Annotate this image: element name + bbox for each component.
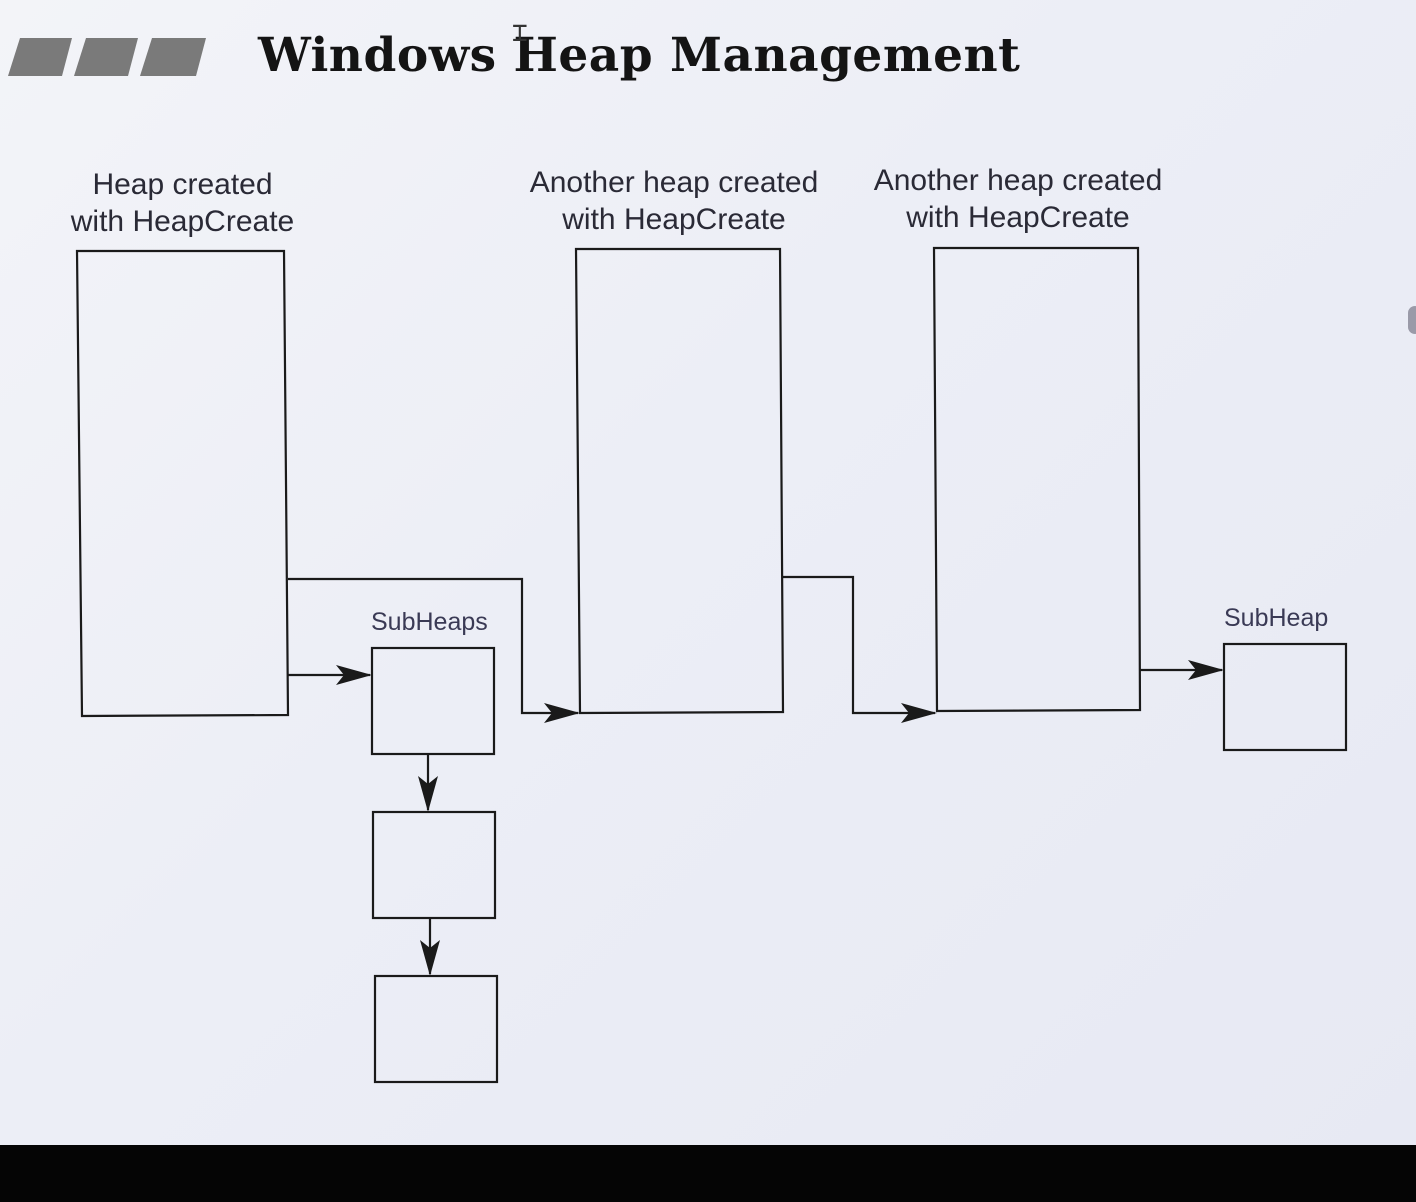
heap-1-label-line-2: with HeapCreate bbox=[70, 205, 295, 238]
heap-3-label: Another heap created with HeapCreate bbox=[858, 162, 1178, 236]
three-slanted-bars-icon bbox=[8, 38, 206, 76]
heap-diagram bbox=[75, 246, 1348, 1084]
subheap-box-heap-3 bbox=[1222, 642, 1348, 752]
heap-2-box bbox=[574, 247, 785, 715]
arrow-heap1-to-heap2 bbox=[288, 577, 580, 723]
subheap-box-3 bbox=[373, 974, 499, 1084]
heap-1-box bbox=[75, 249, 290, 718]
heap-3-box bbox=[932, 246, 1142, 713]
slide: Windows Heap Management ⌶ Heap created w… bbox=[0, 0, 1416, 1145]
heap-2-label: Another heap created with HeapCreate bbox=[514, 164, 834, 238]
heap-3-label-line-1: Another heap created bbox=[873, 164, 1163, 197]
edge-mark bbox=[1408, 306, 1416, 334]
heap-3-label-line-2: with HeapCreate bbox=[906, 201, 1130, 234]
heap-1-label-line-1: Heap created bbox=[92, 168, 273, 201]
subheaps-label: SubHeaps bbox=[371, 608, 488, 636]
slide-title: Windows Heap Management bbox=[258, 28, 1021, 83]
subheap-label: SubHeap bbox=[1224, 604, 1329, 632]
video-frame-bottom-bar bbox=[0, 1145, 1416, 1202]
arrow-heap2-to-heap3 bbox=[783, 575, 937, 723]
heap-1-label: Heap created with HeapCreate bbox=[50, 166, 315, 240]
subheap-box-2 bbox=[371, 810, 497, 920]
heap-2-label-line-2: with HeapCreate bbox=[562, 203, 786, 236]
heap-2-label-line-1: Another heap created bbox=[529, 166, 819, 199]
subheap-box-1 bbox=[370, 646, 496, 756]
text-cursor-icon: ⌶ bbox=[512, 18, 528, 48]
